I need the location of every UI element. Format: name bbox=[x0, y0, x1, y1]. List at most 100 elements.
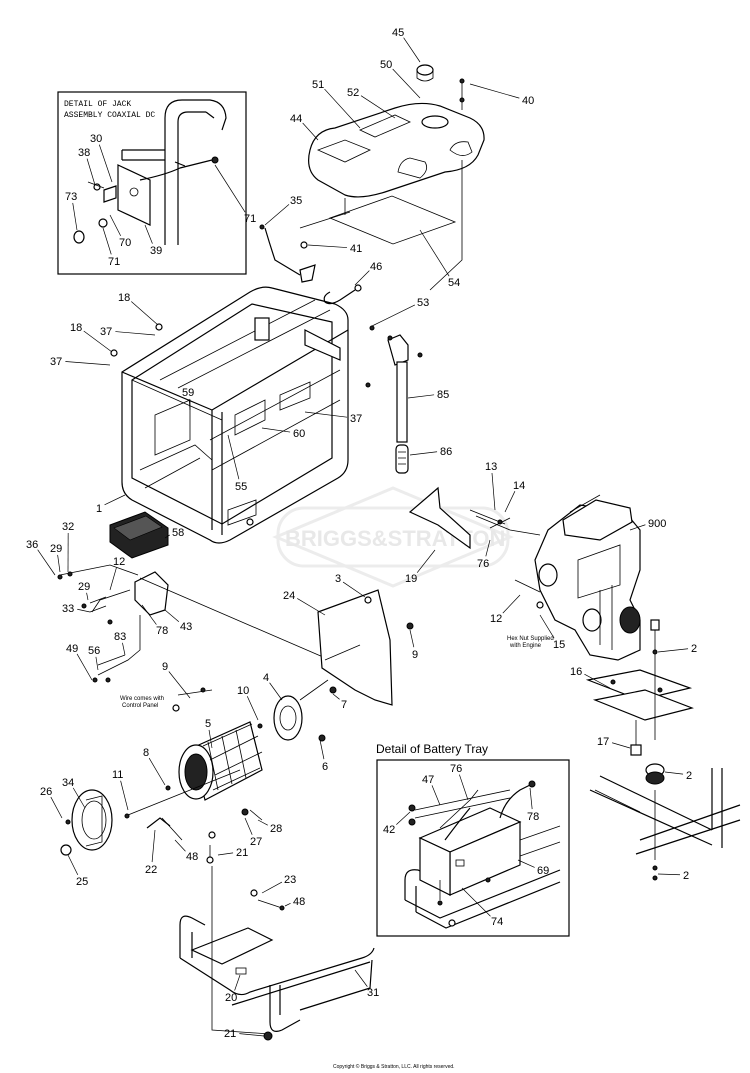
leader-line bbox=[360, 95, 396, 119]
part-label-2: 2 bbox=[691, 643, 697, 655]
wiring-harness bbox=[57, 564, 331, 683]
leader-line bbox=[86, 592, 89, 601]
part-label-86: 86 bbox=[440, 446, 452, 458]
part-label-3: 3 bbox=[335, 573, 341, 585]
leader-line bbox=[302, 122, 319, 141]
part-label-76: 76 bbox=[477, 558, 489, 570]
leader-line bbox=[227, 434, 240, 480]
part-label-29: 29 bbox=[78, 581, 90, 593]
part-label-28: 28 bbox=[270, 823, 282, 835]
svg-text:Control Panel: Control Panel bbox=[122, 703, 158, 709]
leader-line bbox=[67, 854, 79, 876]
leader-line bbox=[354, 969, 368, 987]
leader-line bbox=[502, 594, 521, 614]
part-label-21: 21 bbox=[236, 847, 248, 859]
detail-battery-tray: Detail of Battery Tray bbox=[376, 742, 570, 937]
wheel-kit bbox=[179, 831, 375, 1041]
part-label-43: 43 bbox=[180, 621, 192, 633]
part-label-26: 26 bbox=[40, 786, 52, 798]
svg-text:Hex Nut Supplied: Hex Nut Supplied bbox=[507, 636, 554, 642]
leader-line bbox=[122, 642, 126, 656]
leader-lines bbox=[37, 37, 689, 1037]
leader-line bbox=[409, 451, 438, 456]
part-label-9: 9 bbox=[412, 649, 418, 661]
part-label-49: 49 bbox=[66, 643, 78, 655]
leader-line bbox=[214, 164, 246, 213]
leader-line bbox=[269, 682, 283, 701]
svg-text:Wire comes with: Wire comes with bbox=[120, 696, 164, 702]
part-label-69: 69 bbox=[537, 865, 549, 877]
part-label-18: 18 bbox=[70, 322, 82, 334]
leader-line bbox=[164, 609, 180, 623]
part-label-36: 36 bbox=[26, 539, 38, 551]
svg-text:DETAIL OF JACK: DETAIL OF JACK bbox=[64, 100, 131, 109]
leader-line bbox=[37, 549, 56, 576]
leader-line bbox=[57, 554, 61, 573]
leader-line bbox=[148, 757, 166, 786]
part-label-70: 70 bbox=[119, 237, 131, 249]
leader-line bbox=[244, 817, 253, 835]
part-label-18: 18 bbox=[118, 292, 130, 304]
part-label-45: 45 bbox=[392, 27, 404, 39]
part-label-7: 7 bbox=[341, 699, 347, 711]
muffler-bracket bbox=[408, 486, 544, 609]
part-label-21: 21 bbox=[224, 1028, 236, 1040]
part-label-12: 12 bbox=[113, 556, 125, 568]
leader-line bbox=[239, 1033, 265, 1037]
frame bbox=[110, 286, 349, 544]
leader-line bbox=[664, 771, 684, 775]
engine bbox=[534, 494, 641, 661]
leader-line bbox=[168, 671, 191, 699]
part-label-2: 2 bbox=[686, 770, 692, 782]
leader-line bbox=[409, 629, 415, 648]
part-label-16: 16 bbox=[570, 666, 582, 678]
leader-line bbox=[416, 549, 436, 573]
part-label-13: 13 bbox=[485, 461, 497, 473]
part-label-30: 30 bbox=[90, 133, 102, 145]
part-label-38: 38 bbox=[78, 147, 90, 159]
part-label-56: 56 bbox=[88, 645, 100, 657]
fuel-gauge bbox=[323, 284, 423, 474]
part-label-47: 47 bbox=[422, 774, 434, 786]
part-label-31: 31 bbox=[367, 987, 379, 999]
leader-line bbox=[371, 304, 416, 327]
svg-text:Detail of Battery Tray: Detail of Battery Tray bbox=[376, 742, 488, 756]
watermark: BRIGGS&STRATTON bbox=[272, 486, 514, 588]
part-label-60: 60 bbox=[293, 428, 305, 440]
part-label-35: 35 bbox=[290, 195, 302, 207]
leader-line bbox=[76, 653, 93, 681]
part-labels: 4550515244403038737071397135414654531837… bbox=[26, 27, 697, 1040]
leader-line bbox=[208, 729, 213, 749]
leader-line bbox=[102, 227, 112, 255]
leader-line bbox=[72, 787, 86, 809]
leader-line bbox=[261, 427, 291, 433]
leader-line bbox=[319, 739, 325, 760]
part-label-85: 85 bbox=[437, 389, 449, 401]
part-label-17: 17 bbox=[597, 736, 609, 748]
part-label-74: 74 bbox=[491, 916, 503, 928]
part-label-14: 14 bbox=[513, 480, 525, 492]
part-label-34: 34 bbox=[62, 777, 74, 789]
part-label-29: 29 bbox=[50, 543, 62, 555]
part-label-78: 78 bbox=[527, 811, 539, 823]
leader-line bbox=[459, 774, 469, 801]
leader-line bbox=[332, 693, 340, 700]
leader-line bbox=[77, 608, 91, 613]
part-label-10: 10 bbox=[237, 685, 249, 697]
leader-line bbox=[98, 144, 113, 183]
part-label-1: 1 bbox=[96, 503, 102, 515]
part-label-44: 44 bbox=[290, 113, 302, 125]
leader-line bbox=[392, 68, 421, 99]
part-label-12: 12 bbox=[490, 613, 502, 625]
part-label-6: 6 bbox=[322, 761, 328, 773]
part-label-53: 53 bbox=[417, 297, 429, 309]
leader-line bbox=[504, 491, 516, 513]
part-label-25: 25 bbox=[76, 876, 88, 888]
leader-line bbox=[86, 158, 96, 186]
alternator-cover bbox=[317, 589, 414, 706]
fuel-tank bbox=[259, 64, 485, 291]
leader-line bbox=[188, 398, 191, 411]
leader-line bbox=[257, 819, 268, 826]
part-label-4: 4 bbox=[263, 672, 269, 684]
